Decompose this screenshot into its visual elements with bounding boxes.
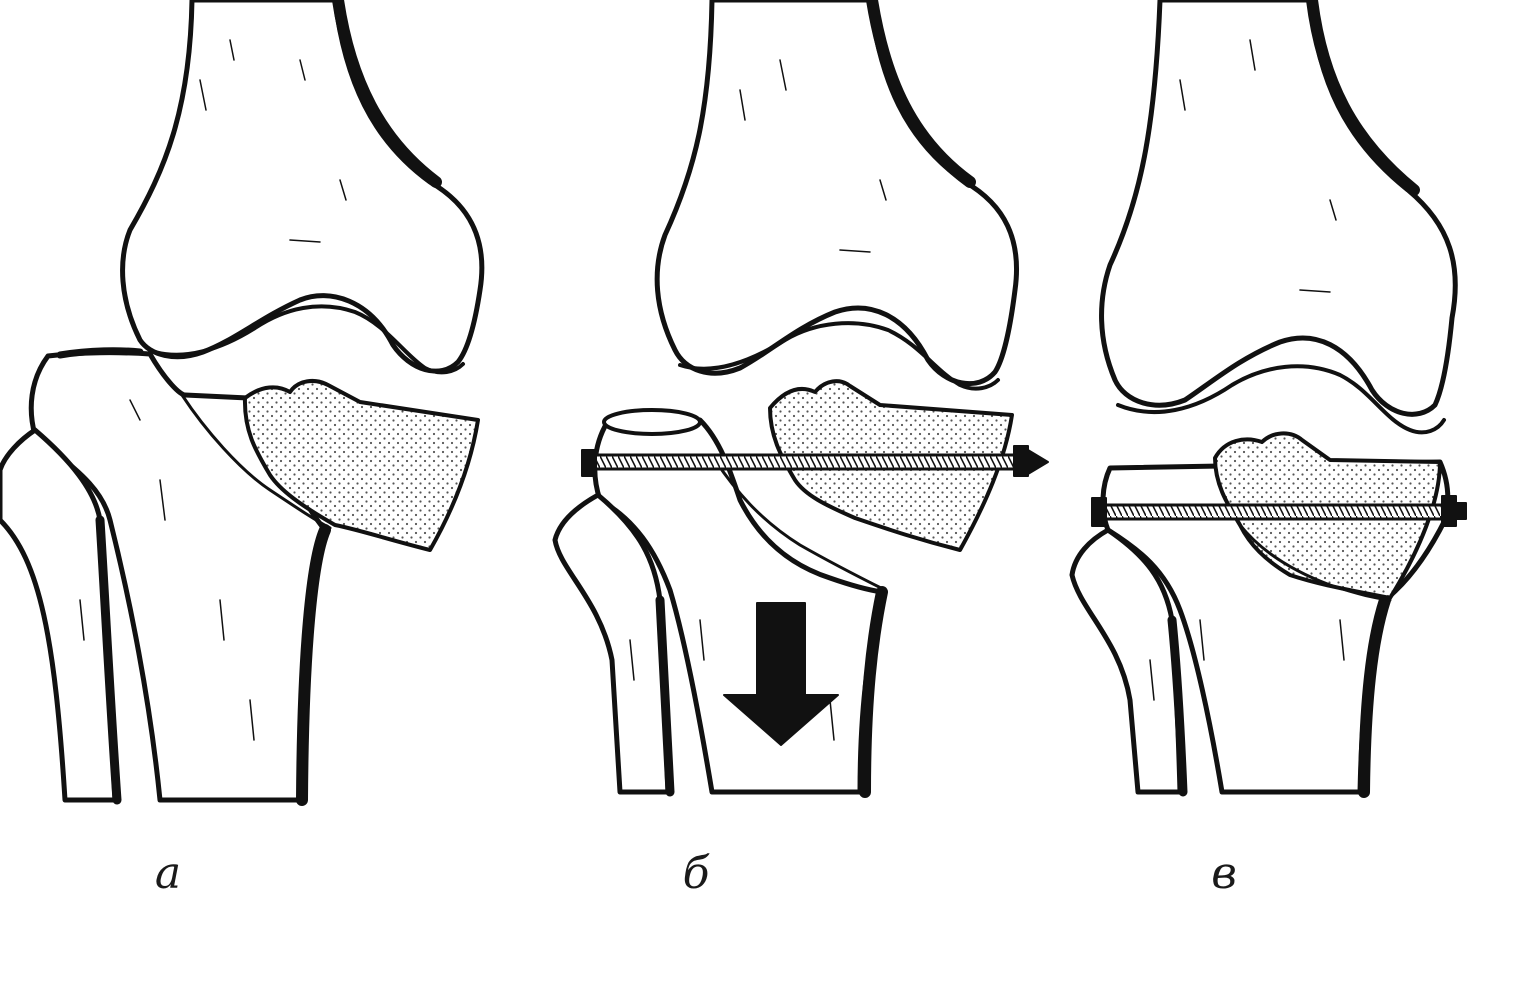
fracture-fragment-a bbox=[242, 378, 480, 552]
down-arrow-icon bbox=[723, 602, 839, 746]
panel-b bbox=[552, 0, 1049, 798]
panel-label-c: в bbox=[1211, 848, 1237, 899]
panel-c bbox=[1069, 0, 1467, 798]
femur-c bbox=[1099, 0, 1458, 417]
femur-b bbox=[654, 0, 1020, 387]
screw-icon bbox=[581, 445, 1049, 477]
panel-a bbox=[0, 0, 485, 806]
screw-icon bbox=[1091, 495, 1467, 527]
panel-label-b: б bbox=[682, 848, 710, 899]
panel-label-a: а bbox=[154, 848, 182, 899]
femur-a bbox=[120, 0, 485, 374]
